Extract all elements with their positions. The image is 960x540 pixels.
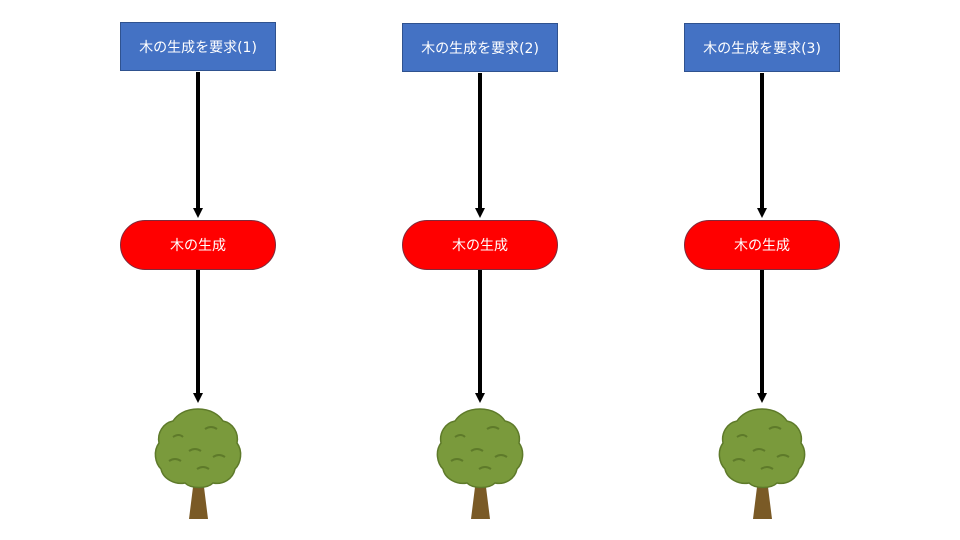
generate-node-1: 木の生成 [120, 220, 276, 270]
generate-label-1: 木の生成 [170, 238, 226, 254]
generate-label-3: 木の生成 [734, 238, 790, 254]
request-label-2: 木の生成を要求(2) [421, 40, 539, 57]
generate-node-2: 木の生成 [402, 220, 558, 270]
request-box-2: 木の生成を要求(2) [402, 23, 558, 72]
tree-icon [154, 408, 242, 519]
tree-icon [718, 408, 806, 519]
generate-label-2: 木の生成 [452, 238, 508, 254]
generate-node-3: 木の生成 [684, 220, 840, 270]
request-label-1: 木の生成を要求(1) [139, 39, 257, 56]
request-box-3: 木の生成を要求(3) [684, 23, 840, 72]
tree-icon [436, 408, 524, 519]
request-label-3: 木の生成を要求(3) [703, 40, 821, 57]
request-box-1: 木の生成を要求(1) [120, 22, 276, 71]
